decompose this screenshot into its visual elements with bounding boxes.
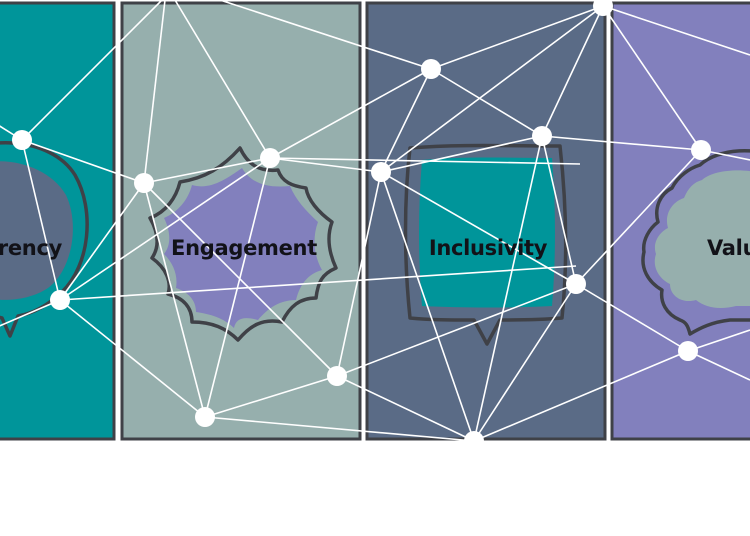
network-edge	[336, 375, 475, 442]
network-edge	[59, 157, 271, 301]
network-edge	[204, 157, 271, 418]
network-node	[327, 366, 347, 386]
panel-transparency	[0, 1, 116, 441]
network-edge	[143, 182, 206, 418]
network-edge	[575, 283, 689, 352]
network-edge	[21, 139, 145, 184]
network-edge	[21, 0, 163, 141]
network-edge	[380, 68, 432, 173]
network-edge	[380, 171, 475, 442]
network-edge	[473, 283, 577, 442]
panel-engagement	[120, 1, 362, 441]
network-edge	[269, 157, 382, 173]
network-edge	[143, 0, 166, 184]
network-edge	[687, 329, 750, 352]
network-edge	[143, 157, 271, 184]
label-transparency: arency	[0, 236, 63, 260]
network-edge	[59, 265, 577, 301]
network-edge	[575, 149, 702, 285]
network-edge	[269, 68, 432, 159]
network-edge	[380, 171, 577, 285]
network-edge	[21, 139, 61, 301]
network-nodes	[12, 0, 711, 451]
label-engagement: Engagement	[171, 236, 317, 260]
network-node	[50, 290, 70, 310]
network-edge	[473, 350, 689, 442]
network-node	[464, 431, 484, 451]
panel-inclusivity	[365, 1, 607, 441]
network-node	[593, 0, 613, 16]
network-edge	[602, 5, 750, 56]
network-node	[260, 148, 280, 168]
network-edge	[143, 182, 338, 377]
network-overlay	[0, 0, 750, 442]
network-edge	[473, 135, 543, 442]
network-edge	[380, 5, 604, 173]
network-edge	[602, 5, 702, 151]
network-edge	[59, 182, 145, 301]
network-edge	[380, 135, 543, 173]
label-values: Valu	[707, 236, 750, 260]
network-edge	[174, 0, 271, 159]
network-node	[566, 274, 586, 294]
network-edge	[430, 5, 604, 70]
panel-values	[610, 1, 750, 441]
network-node	[678, 341, 698, 361]
network-edge	[430, 68, 543, 137]
network-edge	[59, 299, 206, 418]
network-node	[134, 173, 154, 193]
cloud-bubble-outline	[641, 149, 750, 336]
network-edge	[541, 135, 702, 151]
network-node	[371, 162, 391, 182]
network-edge	[219, 0, 432, 70]
network-node	[532, 126, 552, 146]
network-edge	[269, 157, 581, 165]
speech-bubble-fill	[0, 161, 73, 300]
network-node	[691, 140, 711, 160]
network-edge	[204, 375, 338, 418]
network-edge	[541, 5, 604, 137]
network-edge	[336, 171, 382, 377]
cloud-bubble-fill	[654, 170, 750, 308]
label-inclusivity: Inclusivity	[429, 236, 548, 260]
network-edge	[204, 416, 475, 442]
network-edge	[541, 135, 577, 285]
burst-bubble-fill	[164, 168, 322, 328]
network-edge	[0, 299, 61, 327]
network-node	[195, 407, 215, 427]
network-edge	[687, 350, 750, 381]
network-node	[421, 59, 441, 79]
network-node	[12, 130, 32, 150]
network-edge	[336, 283, 577, 377]
burst-bubble-outline	[148, 146, 338, 342]
